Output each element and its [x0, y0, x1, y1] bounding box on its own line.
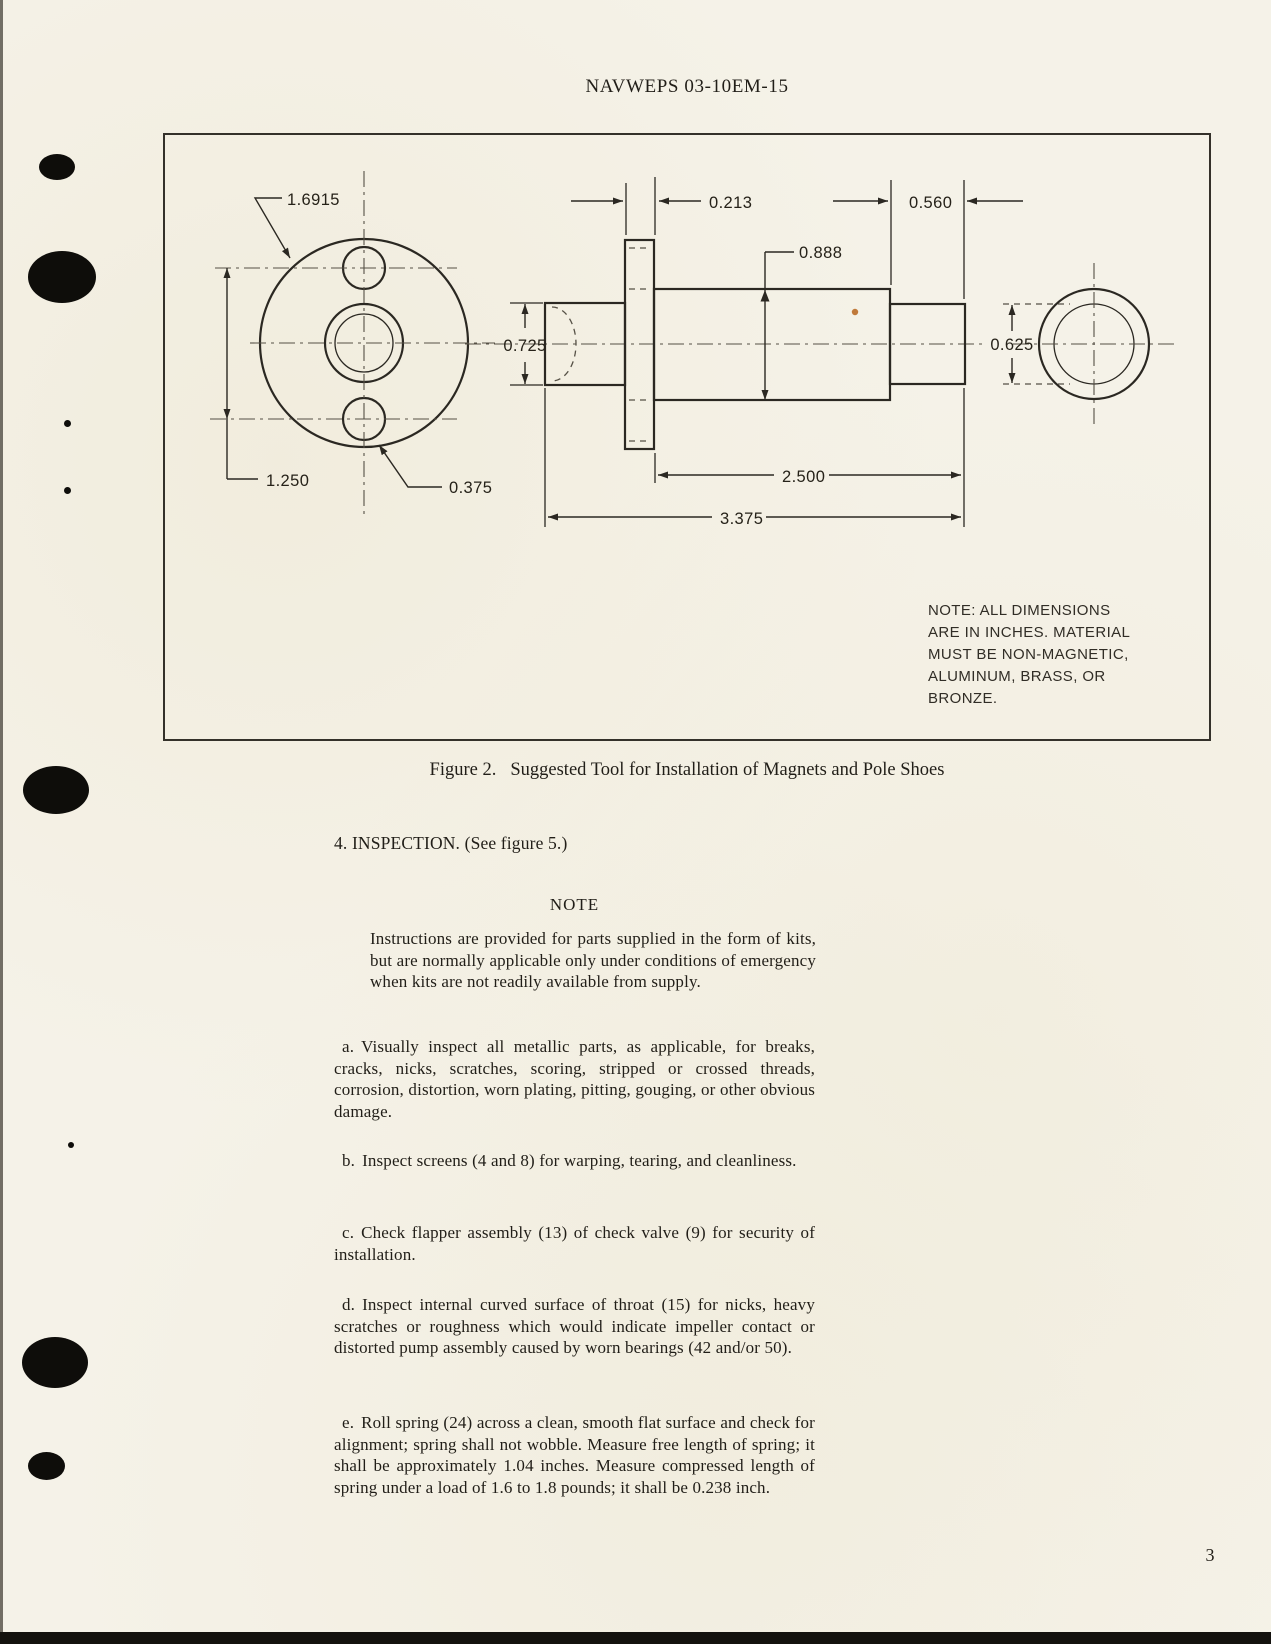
note-paragraph: Instructions are provided for parts supp…: [370, 929, 816, 991]
scan-edge-left: [0, 0, 3, 1644]
figure-caption-number: Figure 2.: [429, 760, 497, 780]
dimension-label: 0.725: [503, 337, 546, 355]
paragraph-c: c.Check flapper assembly (13) of check v…: [334, 1223, 815, 1264]
dimension-label: 1.250: [266, 472, 309, 490]
dimension-label: 3.375: [720, 510, 763, 528]
side-view: 0.725 0.888 0.213 0.560: [465, 177, 1023, 528]
binder-hole: [28, 1452, 65, 1480]
figure-caption: Figure 2. Suggested Tool for Installation…: [163, 760, 1211, 781]
dimension-label: 0.213: [709, 194, 752, 212]
figure-note: NOTE: ALL DIMENSIONS ARE IN INCHES. MATE…: [928, 602, 1131, 707]
binder-hole: [22, 1337, 88, 1388]
dimension-label: 1.6915: [287, 191, 340, 209]
flange-end-view: 1.250 1.6915 0.375: [210, 171, 495, 519]
paragraph-b: b.Inspect screens (4 and 8) for warping,…: [342, 1151, 797, 1170]
dimension-label: 0.888: [799, 244, 842, 262]
binder-hole: [68, 1142, 74, 1148]
paragraph-e: e.Roll spring (24) across a clean, smoot…: [334, 1413, 815, 1497]
paragraph-a: a.Visually inspect all metallic parts, a…: [334, 1037, 815, 1121]
binder-hole: [28, 251, 96, 303]
note-heading: NOTE: [549, 895, 600, 914]
dimension-label: 0.560: [909, 194, 952, 212]
scan-speck: [851, 308, 859, 316]
document-header: NAVWEPS 03-10EM-15: [585, 76, 789, 97]
dimension-label: 0.375: [449, 479, 492, 497]
dimension-label: 0.625: [990, 336, 1033, 354]
binder-hole: [64, 487, 71, 494]
figure-caption-title: Suggested Tool for Installation of Magne…: [510, 760, 945, 780]
binder-hole: [64, 420, 71, 427]
page-number: 3: [1205, 1545, 1215, 1565]
dimension-label: 2.500: [782, 468, 825, 486]
figure-2-box: 1.250 1.6915 0.375: [163, 133, 1211, 741]
paragraph-d: d.Inspect internal curved surface of thr…: [334, 1295, 815, 1357]
technical-drawing: 1.250 1.6915 0.375: [210, 171, 1177, 528]
tip-end-view: 0.625: [990, 263, 1177, 425]
binder-hole: [23, 766, 89, 814]
section-heading: 4. INSPECTION. (See figure 5.): [334, 833, 568, 853]
binder-hole: [39, 154, 75, 180]
scan-edge-bottom: [0, 1632, 1271, 1644]
